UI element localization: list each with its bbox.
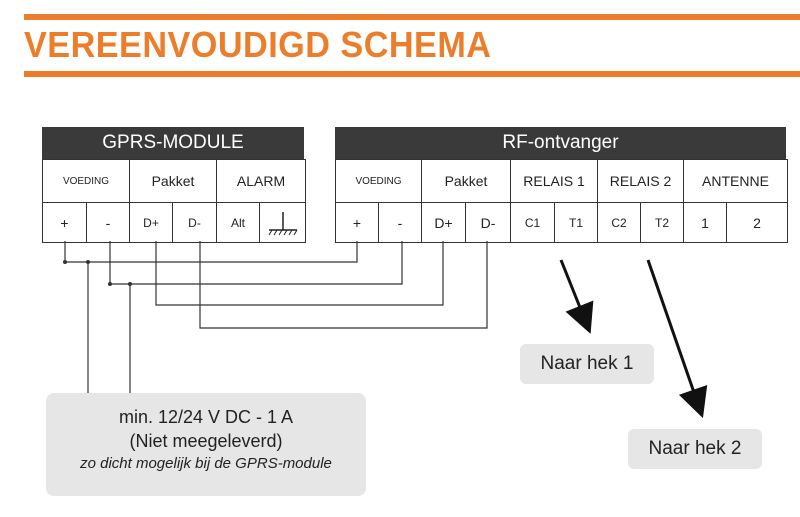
gprs-terminal-dplus: D+	[130, 203, 173, 242]
gprs-terminal-alt: Alt	[217, 203, 260, 242]
ground-icon	[260, 203, 305, 242]
gprs-group-voeding: VOEDING	[43, 160, 130, 202]
gprs-header: GPRS-MODULE	[42, 127, 304, 159]
rf-group-relais2: RELAIS 2	[598, 160, 684, 202]
top-rule	[24, 14, 800, 20]
power-placement-hint: zo dicht mogelijk bij de GPRS-module	[80, 455, 332, 472]
rf-header: RF-ontvanger	[335, 127, 786, 159]
rf-terminal-ant2: 2	[753, 214, 761, 231]
rf-terminal-c1: C1	[511, 203, 555, 242]
power-not-included: (Niet meegeleverd)	[129, 431, 283, 451]
rf-group-pakket: Pakket	[422, 160, 511, 202]
gprs-terminal-minus: -	[87, 203, 130, 242]
rf-terminal-ant1: 1	[684, 203, 727, 242]
gate2-label: Naar hek 2	[628, 429, 762, 469]
page-title: VEREENVOUDIGD SCHEMA	[24, 24, 492, 65]
wire-minus	[109, 241, 403, 285]
wire-dminus	[199, 241, 488, 329]
gprs-group-alarm: ALARM	[236, 173, 286, 189]
gprs-terminal-plus: +	[43, 203, 87, 242]
rf-group-relais1: RELAIS 1	[511, 160, 598, 202]
rf-terminal-t1: T1	[555, 203, 598, 242]
rf-terminal-block: VOEDING Pakket RELAIS 1 RELAIS 2 ANTENNE…	[335, 159, 788, 243]
rf-group-voeding: VOEDING	[336, 160, 422, 202]
gprs-terminal-dminus: D-	[173, 203, 217, 242]
gate1-label: Naar hek 1	[520, 344, 654, 384]
bottom-rule	[24, 71, 800, 77]
power-supply-note: min. 12/24 V DC - 1 A (Niet meegeleverd)…	[46, 393, 366, 496]
wire-plus	[64, 241, 358, 263]
wire-dplus	[155, 241, 444, 306]
rf-terminal-minus: -	[379, 203, 422, 242]
rf-terminal-t2: T2	[641, 203, 684, 242]
arrow-gate2	[646, 259, 708, 419]
arrow-gate1	[559, 259, 594, 334]
rf-terminal-dminus: D-	[466, 203, 511, 242]
power-spec: min. 12/24 V DC - 1 A	[118, 407, 294, 427]
gprs-group-pakket: Pakket	[130, 160, 217, 202]
rf-terminal-plus: +	[336, 203, 379, 242]
rf-group-antenne: ANTENNE	[702, 173, 769, 189]
gprs-terminal-block: VOEDING Pakket ALARM + - D+ D- Alt	[42, 159, 306, 243]
rf-terminal-c2: C2	[598, 203, 641, 242]
rf-terminal-dplus: D+	[422, 203, 466, 242]
